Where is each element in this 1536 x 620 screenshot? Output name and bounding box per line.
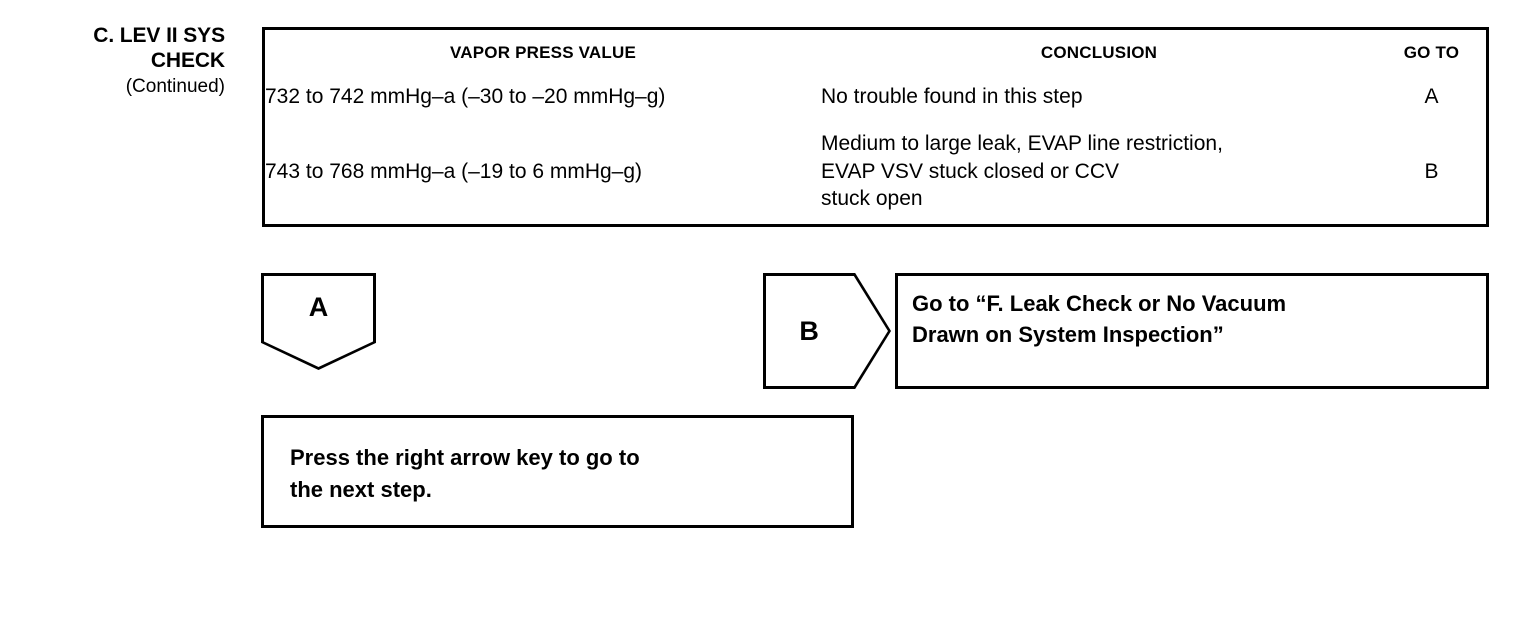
step-title-line-2: CHECK: [150, 48, 225, 72]
connector-a-label: A: [308, 292, 329, 323]
goto-instruction-line-2: Drawn on System Inspection”: [912, 322, 1224, 348]
table-row: 732 to 742 mmHg–a (–30 to –20 mmHg–g) No…: [265, 75, 1486, 119]
connector-a: A: [261, 273, 376, 370]
next-step-instruction-box: Press the right arrow key to go to the n…: [261, 415, 854, 528]
vapor-pressure-table: VAPOR PRESS VALUE CONCLUSION GO TO 732 t…: [262, 27, 1489, 227]
table-header-row: VAPOR PRESS VALUE CONCLUSION GO TO: [265, 30, 1486, 75]
conclusion-line: No trouble found in this step: [821, 85, 1083, 109]
header-vapor-press-value: VAPOR PRESS VALUE: [449, 42, 637, 62]
cell-go-to: A: [1424, 85, 1439, 109]
table: VAPOR PRESS VALUE CONCLUSION GO TO 732 t…: [265, 30, 1486, 224]
header-go-to: GO TO: [1403, 42, 1460, 62]
conclusion-line: EVAP VSV stuck closed or CCV: [821, 159, 1120, 183]
conclusion-line: Medium to large leak, EVAP line restrict…: [821, 131, 1223, 155]
header-conclusion: CONCLUSION: [1040, 42, 1158, 62]
next-step-line-2: the next step.: [290, 476, 432, 502]
goto-instruction-box: Go to “F. Leak Check or No Vacuum Drawn …: [895, 273, 1489, 389]
cell-vapor-press-value: 732 to 742 mmHg–a (–30 to –20 mmHg–g): [265, 85, 666, 109]
cell-conclusion: Medium to large leak, EVAP line restrict…: [821, 119, 1377, 224]
step-title-line-1: C. LEV II SYS: [93, 24, 225, 47]
conclusion-line: stuck open: [821, 187, 923, 211]
cell-conclusion: No trouble found in this step: [821, 75, 1377, 119]
cell-vapor-press-value: 743 to 768 mmHg–a (–19 to 6 mmHg–g): [265, 159, 643, 183]
connector-b: B: [763, 273, 891, 389]
step-title: C. LEV II SYS CHECK (Continued): [20, 24, 225, 98]
next-step-line-1: Press the right arrow key to go to: [290, 445, 640, 470]
step-title-continued: (Continued): [125, 75, 225, 97]
connector-b-label: B: [799, 315, 819, 346]
table-row: 743 to 768 mmHg–a (–19 to 6 mmHg–g) Medi…: [265, 119, 1486, 224]
goto-instruction-line-1: Go to “F. Leak Check or No Vacuum: [912, 291, 1287, 316]
cell-go-to: B: [1424, 159, 1439, 183]
